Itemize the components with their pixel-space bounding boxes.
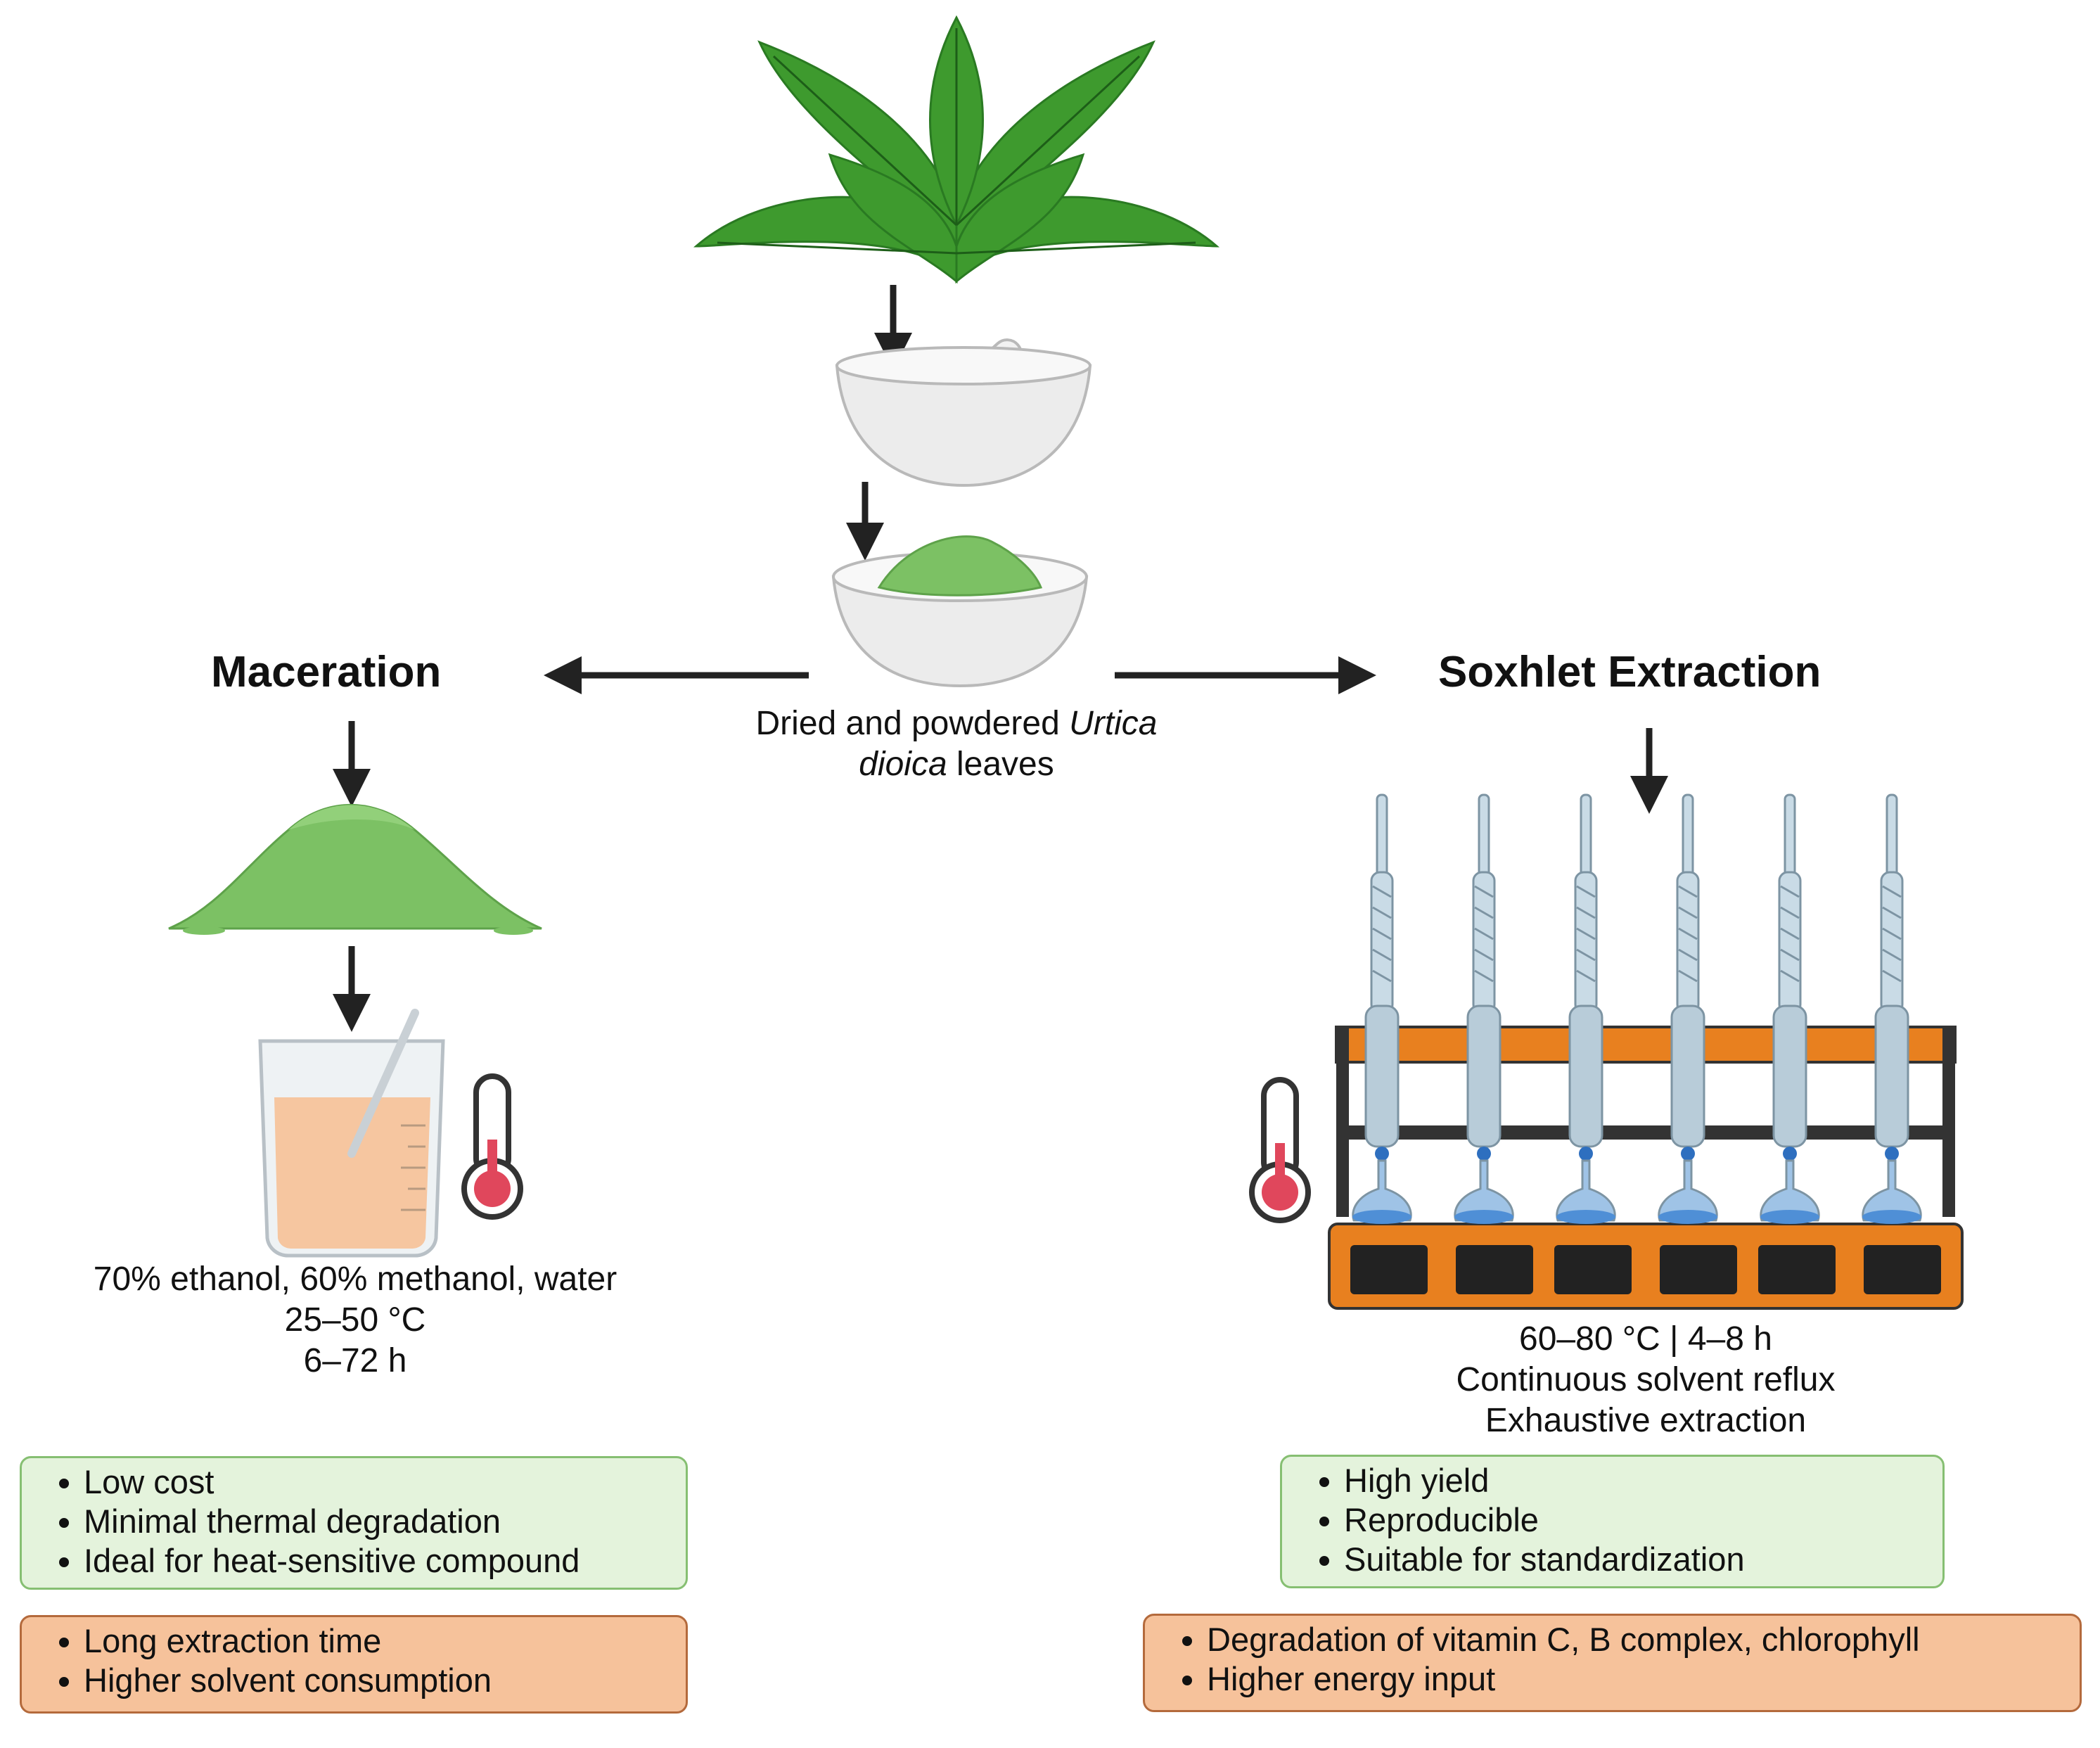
soxhlet-disadvantages: Degradation of vitamin C, B complex, chl… (1143, 1614, 2082, 1712)
maceration-temperature: 25–50 °C (284, 1301, 426, 1339)
center-caption: Dried and powdered Urtica dioica leaves (633, 703, 1280, 785)
caption-species: dioica (859, 746, 947, 783)
list-item: Reproducible (1344, 1500, 1942, 1540)
soxhlet-details: 60–80 °C | 4–8 h Continuous solvent refl… (1336, 1319, 1955, 1441)
arrow-down-1 (874, 285, 912, 371)
soxhlet-title: Soxhlet Extraction (1438, 648, 1822, 696)
list-item: Minimal thermal degradation (84, 1502, 686, 1541)
arrow-down-3 (333, 721, 371, 807)
soxhlet-advantages: High yield Reproducible Suitable for sta… (1280, 1455, 1945, 1588)
soxhlet-temp-time: 60–80 °C | 4–8 h (1519, 1320, 1772, 1358)
powder-pile-icon (168, 803, 542, 935)
maceration-disadvantages: Long extraction time Higher solvent cons… (20, 1615, 688, 1714)
maceration-details: 70% ethanol, 60% methanol, water 25–50 °… (14, 1259, 696, 1382)
list-item: Low cost (84, 1462, 686, 1502)
caption-suffix: leaves (947, 746, 1054, 783)
soxhlet-exhaustive: Exhaustive extraction (1485, 1402, 1807, 1439)
powder-bowl-icon (831, 535, 1089, 688)
list-item: Suitable for standardization (1344, 1540, 1942, 1579)
maceration-advantages: Low cost Minimal thermal degradation Ide… (20, 1456, 688, 1590)
nettle-leaves-icon (693, 15, 1219, 284)
caption-genus: Urtica (1069, 705, 1158, 742)
list-item: Higher energy input (1207, 1659, 2080, 1699)
maceration-solvents: 70% ethanol, 60% methanol, water (93, 1261, 617, 1298)
soxhlet-apparatus-icon (1328, 793, 1964, 1310)
mortar-pestle-icon (835, 338, 1092, 487)
arrow-down-2 (846, 482, 884, 561)
list-item: High yield (1344, 1461, 1942, 1500)
maceration-title: Maceration (211, 648, 442, 696)
list-item: Higher solvent consumption (84, 1661, 686, 1700)
thermometer-icon (1249, 1077, 1311, 1223)
maceration-time: 6–72 h (303, 1342, 407, 1379)
list-item: Long extraction time (84, 1621, 686, 1661)
thermometer-icon (461, 1073, 523, 1220)
caption-prefix: Dried and powdered (755, 705, 1070, 742)
list-item: Ideal for heat-sensitive compound (84, 1541, 686, 1581)
soxhlet-reflux: Continuous solvent reflux (1456, 1361, 1836, 1398)
arrow-down-4 (333, 946, 371, 1032)
arrow-down-5 (1630, 728, 1668, 814)
arrow-to-soxhlet (1115, 656, 1376, 694)
beaker-icon (258, 1009, 445, 1258)
list-item: Degradation of vitamin C, B complex, chl… (1207, 1620, 2080, 1659)
arrow-to-maceration (544, 656, 809, 694)
